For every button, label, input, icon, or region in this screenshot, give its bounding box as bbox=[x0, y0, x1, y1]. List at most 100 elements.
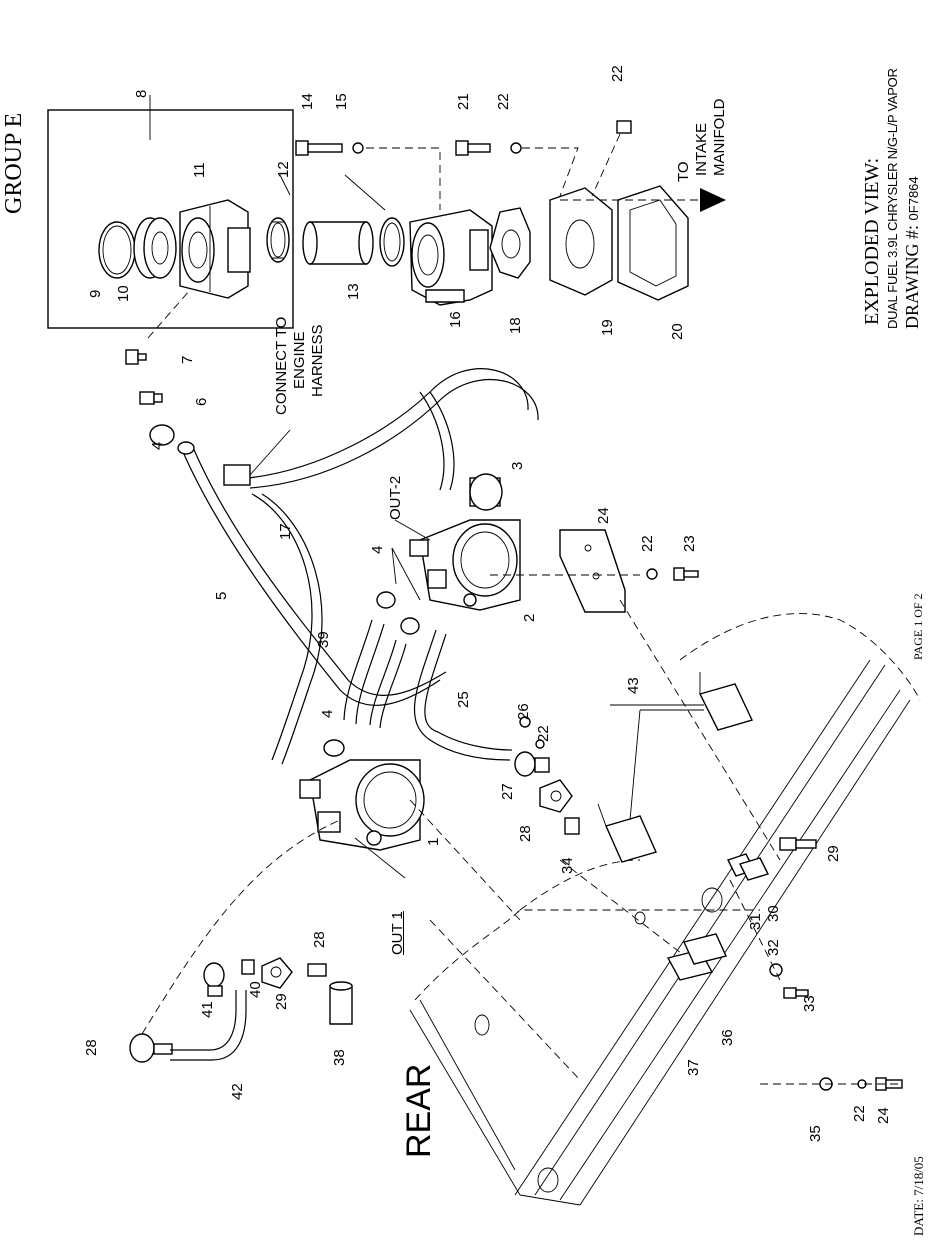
callout-20: 20 bbox=[669, 323, 686, 340]
flange-29 bbox=[261, 957, 293, 989]
callout-10: 10 bbox=[115, 285, 132, 302]
callout-7: 7 bbox=[179, 355, 196, 364]
callout-31: 30 bbox=[765, 905, 782, 922]
nipple-part bbox=[139, 391, 163, 405]
adapter-tube-part bbox=[302, 221, 374, 265]
elbow-fitting-part-2 bbox=[129, 1033, 173, 1063]
callout-18: 18 bbox=[507, 317, 524, 334]
bracket-part bbox=[559, 529, 626, 613]
callout-38: 37 bbox=[685, 1059, 702, 1076]
callout-12: 12 bbox=[275, 161, 292, 178]
washer-part bbox=[510, 142, 522, 154]
callout-29: 29 bbox=[273, 993, 290, 1010]
flange-part bbox=[539, 779, 573, 813]
fitting-part bbox=[125, 349, 147, 365]
callout-33: 32 bbox=[765, 939, 782, 956]
intake-line3: MANIFOLD bbox=[711, 98, 728, 176]
callout-15: 15 bbox=[333, 93, 350, 110]
intake-line2: INTAKE bbox=[693, 122, 710, 176]
manifold-gasket-part bbox=[617, 185, 689, 301]
callout-40: 39 bbox=[315, 631, 332, 648]
callout-22: 22 bbox=[535, 725, 552, 742]
intake-line1: TO bbox=[675, 161, 692, 182]
callout-23: 22 bbox=[609, 65, 626, 82]
callout-9: 9 bbox=[87, 289, 104, 298]
drawing-label: DRAWING #: bbox=[902, 224, 922, 329]
nipple-41 bbox=[241, 959, 255, 975]
callout-24: 24 bbox=[875, 1107, 892, 1124]
callout-8: 8 bbox=[133, 89, 150, 98]
callout-26: 25 bbox=[455, 691, 472, 708]
nut-part bbox=[352, 142, 364, 154]
elbow-fitting-part bbox=[514, 751, 550, 777]
callout-27: 26 bbox=[515, 703, 532, 720]
seal-part bbox=[133, 217, 177, 279]
callout-42: 41 bbox=[199, 1001, 216, 1018]
connect-harness-line2: ENGINE bbox=[291, 331, 308, 389]
view-title: EXPLODED VIEW: bbox=[861, 157, 883, 325]
hose-clamp-part bbox=[266, 217, 290, 263]
flex-line-43 bbox=[170, 990, 237, 1051]
callout-6: 6 bbox=[193, 397, 210, 406]
callout-24: 23 bbox=[681, 535, 698, 552]
callout-32: 31 bbox=[747, 913, 764, 930]
base-frame bbox=[409, 613, 921, 1206]
drawing-number-line: DRAWING #: 0F7864 bbox=[902, 176, 922, 329]
callout-35: 34 bbox=[559, 857, 576, 874]
mixer-body-part bbox=[409, 209, 493, 306]
solenoid-part bbox=[469, 473, 503, 511]
callout-1: 1 bbox=[425, 837, 442, 846]
callout-37: 36 bbox=[719, 1029, 736, 1046]
callout-29: 28 bbox=[517, 825, 534, 842]
connect-harness-line1: CONNECT TO bbox=[273, 316, 290, 415]
harness-connector bbox=[223, 464, 251, 486]
callout-34: 33 bbox=[801, 995, 818, 1012]
callout-2: 2 bbox=[521, 613, 538, 622]
callout-22: 22 bbox=[639, 535, 656, 552]
callout-19: 19 bbox=[599, 319, 616, 336]
hose-26 bbox=[414, 629, 511, 761]
group-title: GROUP E bbox=[1, 112, 27, 214]
callout-22: 22 bbox=[851, 1105, 868, 1122]
callout-43: 42 bbox=[229, 1083, 246, 1100]
callout-28: 28 bbox=[83, 1039, 100, 1056]
callout-5: 5 bbox=[213, 591, 230, 600]
clamp-part bbox=[149, 424, 175, 446]
hose-clamp-part-2 bbox=[379, 217, 405, 267]
screw-part-2 bbox=[783, 987, 809, 999]
drawing-number: 0F7864 bbox=[906, 176, 921, 221]
throttle-adapter-part bbox=[549, 187, 613, 296]
intake-arrow bbox=[700, 188, 726, 212]
callout-39: 38 bbox=[331, 1049, 348, 1066]
bolt-part-3 bbox=[779, 837, 817, 851]
bolt-part bbox=[295, 140, 343, 156]
fitting-28 bbox=[307, 963, 327, 977]
callout-13: 13 bbox=[345, 283, 362, 300]
date-label: DATE: 7/18/05 bbox=[911, 1156, 926, 1236]
callout-21: 21 bbox=[455, 93, 472, 110]
housing-part bbox=[179, 199, 251, 299]
fuel-hose-5 bbox=[179, 444, 441, 706]
callout-28: 28 bbox=[311, 931, 328, 948]
regulator-2 bbox=[409, 519, 521, 611]
screw-part bbox=[673, 567, 699, 581]
regulator-1 bbox=[299, 759, 425, 851]
callout-11: 11 bbox=[191, 162, 208, 178]
callout-16: 16 bbox=[447, 311, 464, 328]
callout-14: 14 bbox=[299, 93, 316, 110]
rear-label: REAR bbox=[400, 1063, 438, 1158]
washer-part-2 bbox=[646, 568, 658, 580]
callout-44: 43 bbox=[625, 677, 642, 694]
washer-part-3 bbox=[769, 963, 783, 977]
callout-4: 4 bbox=[369, 545, 386, 554]
view-subtitle: DUAL FUEL 3.9L CHRYSLER N/G-L/P VAPOR bbox=[885, 68, 900, 329]
control-module-part bbox=[597, 672, 753, 863]
o-ring-part bbox=[98, 221, 136, 279]
callout-22: 22 bbox=[495, 93, 512, 110]
plug-part bbox=[564, 817, 580, 835]
callout-41: 40 bbox=[247, 981, 264, 998]
elbow-42 bbox=[203, 962, 225, 997]
callout-3: 3 bbox=[509, 461, 526, 470]
wire-harness bbox=[247, 368, 529, 479]
